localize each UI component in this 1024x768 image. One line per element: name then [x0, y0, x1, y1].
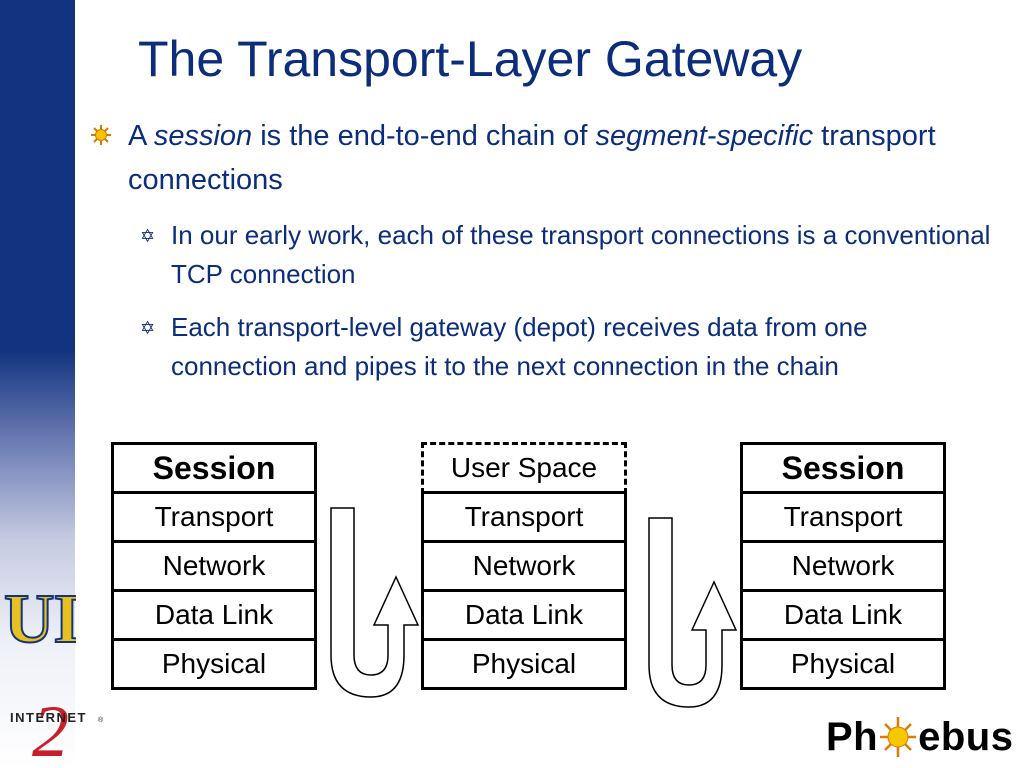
- layer-data-link: Data Link: [111, 589, 317, 641]
- phoebus-logo: Ph ebus: [826, 712, 1013, 762]
- layer-data-link: Data Link: [740, 589, 946, 641]
- internet2-wordmark: INTERNET: [10, 710, 87, 725]
- layer-physical: Physical: [740, 638, 946, 690]
- bullet-text: A: [128, 120, 154, 152]
- bullet-text: transport connections: [128, 120, 936, 196]
- ud-logo-letters: UD: [4, 581, 76, 658]
- sidebar-band: [0, 0, 75, 768]
- star-bullet-icon: ✡: [140, 318, 156, 338]
- layer-data-link: Data Link: [421, 589, 627, 641]
- registered-mark-icon: ®: [98, 716, 104, 724]
- layer-transport: Transport: [421, 491, 627, 543]
- u-turn-arrow-right: [648, 517, 738, 708]
- right-protocol-stack: Session Transport Network Data Link Phys…: [740, 442, 946, 690]
- bullet-session-definition: A session is the end-to-end chain of seg…: [128, 114, 988, 202]
- left-protocol-stack: Session Transport Network Data Link Phys…: [111, 442, 317, 690]
- layer-network: Network: [740, 540, 946, 592]
- sub-bullet-2: Each transport-level gateway (depot) rec…: [171, 312, 868, 381]
- sub-bullet-1: In our early work, each of these transpo…: [171, 220, 991, 289]
- layer-session: Session: [111, 442, 317, 494]
- u-turn-arrow-left: [330, 507, 420, 698]
- bullet-emphasis: segment-specific: [595, 120, 814, 152]
- star-bullet-icon: ✡: [140, 226, 156, 246]
- sun-icon: [880, 717, 917, 757]
- layer-transport: Transport: [740, 491, 946, 543]
- internet2-logo: 2 INTERNET ®: [10, 691, 104, 762]
- layer-session: Session: [740, 442, 946, 494]
- phoebus-logo-left: Ph: [826, 714, 879, 759]
- depot-protocol-stack: User Space Transport Network Data Link P…: [421, 442, 627, 690]
- slide-title: The Transport-Layer Gateway: [138, 31, 803, 87]
- layer-physical: Physical: [111, 638, 317, 690]
- sun-bullet-icon: [91, 125, 111, 145]
- bullet-emphasis: session: [153, 120, 253, 152]
- layer-user-space: User Space: [421, 442, 627, 494]
- bullet-text: is the end-to-end chain of: [252, 120, 596, 152]
- ud-logo: UD: [4, 580, 76, 659]
- layer-physical: Physical: [421, 638, 627, 690]
- internet2-numeral: 2: [32, 691, 69, 762]
- layer-network: Network: [111, 540, 317, 592]
- layer-transport: Transport: [111, 491, 317, 543]
- phoebus-logo-right: ebus: [918, 714, 1014, 759]
- layer-network: Network: [421, 540, 627, 592]
